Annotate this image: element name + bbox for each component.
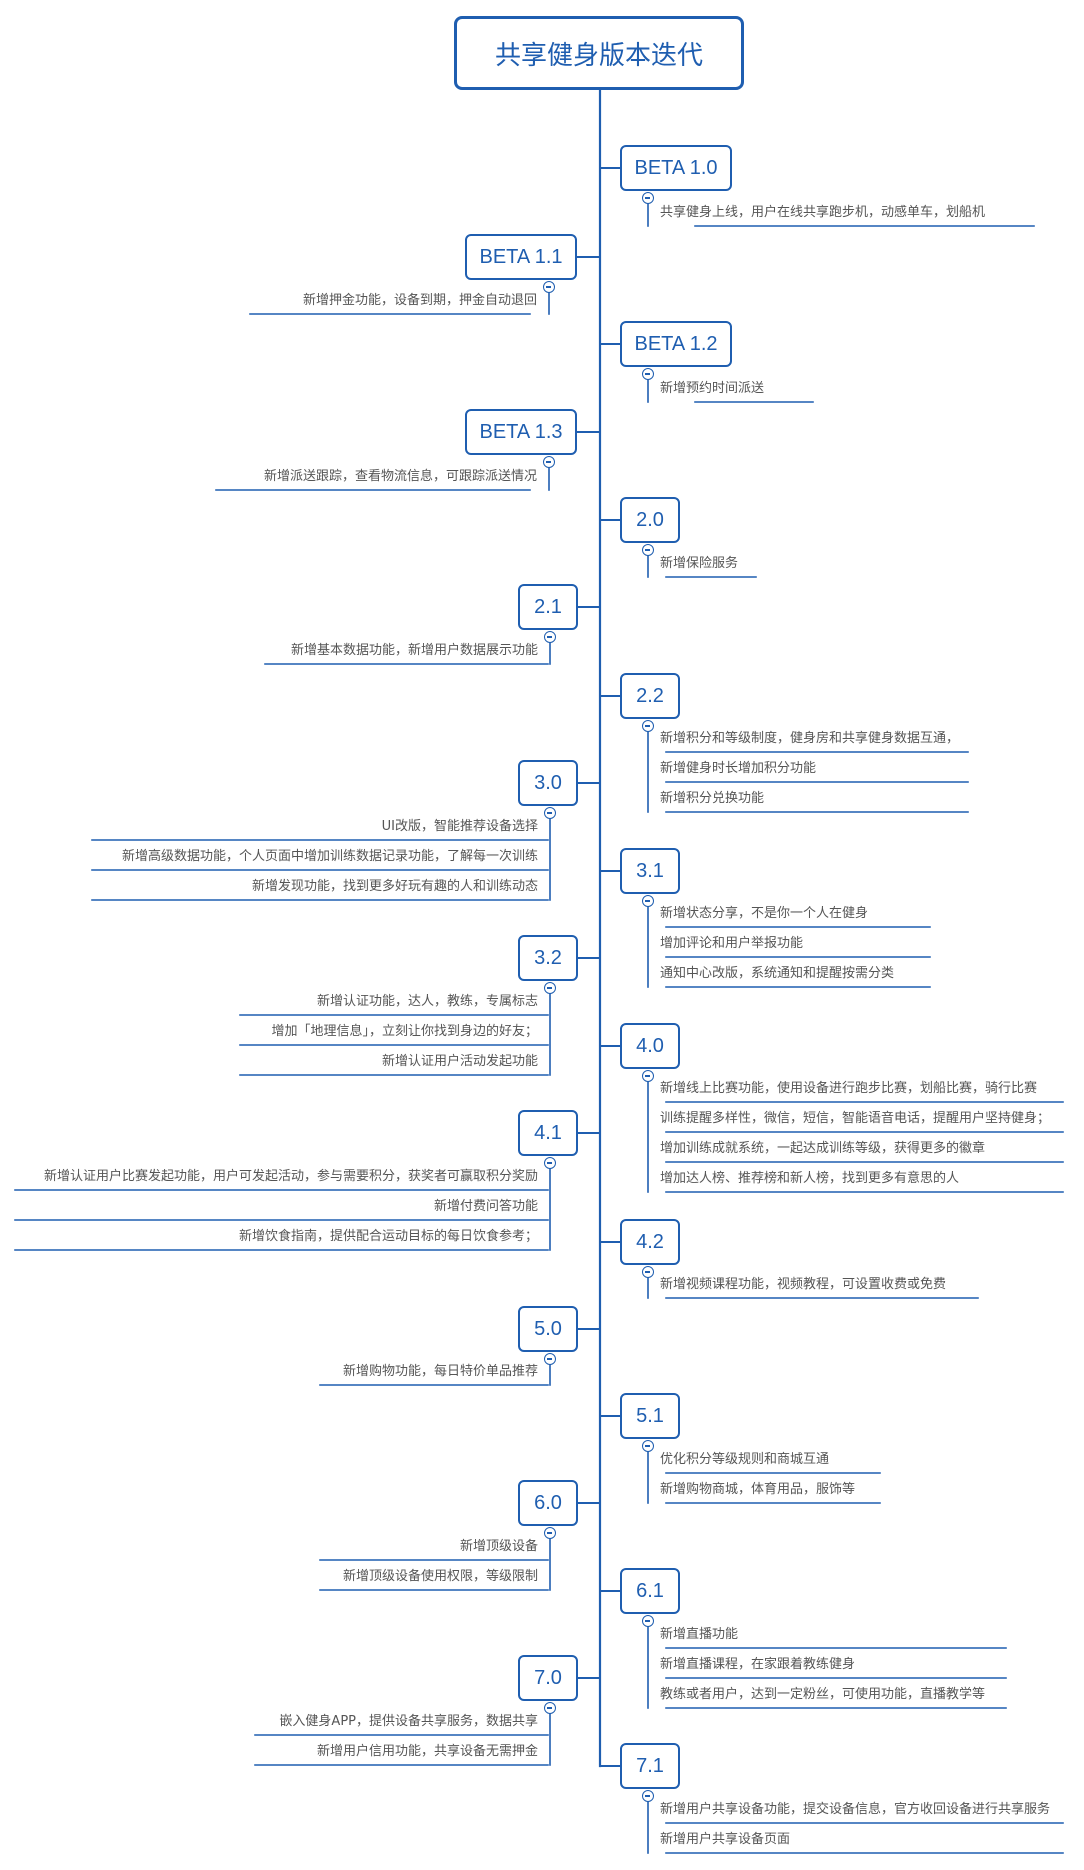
collapse-toggle-icon[interactable]: [544, 631, 556, 643]
feature-item[interactable]: 教练或者用户，达到一定粉丝，可使用功能，直播教学等: [660, 1687, 986, 1702]
feature-item[interactable]: 新增高级数据功能，个人页面中增加训练数据记录功能，了解每一次训练: [121, 849, 538, 864]
collapse-toggle-icon[interactable]: [642, 895, 654, 907]
version-node[interactable]: 3.1: [620, 848, 680, 894]
version-node[interactable]: 7.0: [518, 1655, 578, 1701]
feature-item[interactable]: 新增顶级设备使用权限，等级限制: [342, 1569, 538, 1584]
version-node[interactable]: 2.2: [620, 673, 680, 719]
feature-item[interactable]: 嵌入健身APP，提供设备共享服务，数据共享: [279, 1714, 538, 1729]
feature-item[interactable]: 新增顶级设备: [459, 1539, 538, 1554]
feature-item[interactable]: 新增状态分享，不是你一个人在健身: [660, 906, 869, 921]
feature-item[interactable]: 新增用户共享设备功能，提交设备信息，官方收回设备进行共享服务: [660, 1802, 1051, 1817]
version-node[interactable]: 3.2: [518, 935, 578, 981]
collapse-toggle-icon[interactable]: [543, 456, 555, 468]
feature-item[interactable]: 新增购物功能，每日特价单品推荐: [342, 1364, 538, 1379]
collapse-toggle-icon[interactable]: [642, 1790, 654, 1802]
feature-item[interactable]: 新增直播课程，在家跟着教练健身: [660, 1657, 856, 1672]
version-node[interactable]: 2.0: [620, 497, 680, 543]
feature-item[interactable]: 增加训练成就系统，一起达成训练等级，获得更多的徽章: [660, 1141, 986, 1156]
feature-item[interactable]: 共享健身上线，用户在线共享跑步机，动感单车，划船机: [660, 205, 986, 220]
collapse-toggle-icon[interactable]: [642, 368, 654, 380]
collapse-toggle-icon[interactable]: [544, 982, 556, 994]
collapse-toggle-icon[interactable]: [642, 1440, 654, 1452]
version-node[interactable]: BETA 1.3: [465, 409, 577, 455]
version-node[interactable]: 6.1: [620, 1568, 680, 1614]
version-node[interactable]: 5.0: [518, 1306, 578, 1352]
version-node[interactable]: 5.1: [620, 1393, 680, 1439]
feature-item[interactable]: 新增线上比赛功能，使用设备进行跑步比赛，划船比赛，骑行比赛: [660, 1081, 1038, 1096]
collapse-toggle-icon[interactable]: [642, 544, 654, 556]
feature-item[interactable]: 增加评论和用户举报功能: [660, 936, 804, 951]
collapse-toggle-icon[interactable]: [642, 1070, 654, 1082]
collapse-toggle-icon[interactable]: [642, 1615, 654, 1627]
feature-item[interactable]: 训练提醒多样性，微信，短信，智能语音电话，提醒用户坚持健身；: [660, 1111, 1051, 1126]
collapse-toggle-icon[interactable]: [544, 1527, 556, 1539]
feature-item[interactable]: 通知中心改版，系统通知和提醒按需分类: [660, 966, 895, 981]
version-node[interactable]: 2.1: [518, 584, 578, 630]
version-node[interactable]: 6.0: [518, 1480, 578, 1526]
feature-item[interactable]: 新增派送跟踪，查看物流信息，可跟踪派送情况: [263, 469, 537, 484]
feature-item[interactable]: 新增健身时长增加积分功能: [660, 761, 817, 776]
version-node[interactable]: 4.0: [620, 1023, 680, 1069]
version-node[interactable]: 3.0: [518, 760, 578, 806]
feature-item[interactable]: 新增保险服务: [660, 556, 739, 571]
collapse-toggle-icon[interactable]: [642, 720, 654, 732]
feature-item[interactable]: 新增用户信用功能，共享设备无需押金: [316, 1744, 538, 1759]
feature-item[interactable]: 新增直播功能: [660, 1627, 739, 1642]
version-node[interactable]: BETA 1.0: [620, 145, 732, 191]
feature-item[interactable]: 新增押金功能，设备到期，押金自动退回: [302, 293, 537, 308]
collapse-toggle-icon[interactable]: [544, 1157, 556, 1169]
collapse-toggle-icon[interactable]: [642, 1266, 654, 1278]
version-node[interactable]: BETA 1.2: [620, 321, 732, 367]
feature-item[interactable]: 新增基本数据功能，新增用户数据展示功能: [290, 643, 538, 658]
collapse-toggle-icon[interactable]: [544, 807, 556, 819]
feature-item[interactable]: 新增认证功能，达人，教练，专属标志: [316, 994, 538, 1009]
feature-item[interactable]: 增加「地理信息」，立刻让你找到身边的好友；: [271, 1024, 538, 1039]
feature-item[interactable]: 增加达人榜、推荐榜和新人榜，找到更多有意思的人: [660, 1171, 960, 1186]
version-node[interactable]: 4.2: [620, 1219, 680, 1265]
root-topic[interactable]: 共享健身版本迭代: [454, 16, 744, 90]
collapse-toggle-icon[interactable]: [642, 192, 654, 204]
feature-item[interactable]: 新增饮食指南，提供配合运动目标的每日饮食参考；: [238, 1229, 538, 1244]
feature-item[interactable]: 新增积分和等级制度，健身房和共享健身数据互通，: [660, 731, 960, 746]
collapse-toggle-icon[interactable]: [543, 281, 555, 293]
version-node[interactable]: 4.1: [518, 1110, 578, 1156]
feature-item[interactable]: 新增预约时间派送: [660, 381, 765, 396]
feature-item[interactable]: 优化积分等级规则和商城互通: [660, 1452, 830, 1467]
collapse-toggle-icon[interactable]: [544, 1353, 556, 1365]
feature-item[interactable]: 新增发现功能，找到更多好玩有趣的人和训练动态: [251, 879, 538, 894]
feature-item[interactable]: 新增认证用户活动发起功能: [381, 1054, 538, 1069]
feature-item[interactable]: UI改版，智能推荐设备选择: [381, 819, 538, 834]
collapse-toggle-icon[interactable]: [544, 1702, 556, 1714]
feature-item[interactable]: 新增用户共享设备页面: [660, 1832, 791, 1847]
feature-item[interactable]: 新增认证用户比赛发起功能，用户可发起活动，参与需要积分，获奖者可赢取积分奖励: [43, 1169, 538, 1184]
feature-item[interactable]: 新增购物商城，体育用品，服饰等: [660, 1482, 856, 1497]
feature-item[interactable]: 新增付费问答功能: [433, 1199, 538, 1214]
version-node[interactable]: BETA 1.1: [465, 234, 577, 280]
version-node[interactable]: 7.1: [620, 1743, 680, 1789]
feature-item[interactable]: 新增积分兑换功能: [660, 791, 765, 806]
feature-item[interactable]: 新增视频课程功能，视频教程，可设置收费或免费: [660, 1277, 947, 1292]
